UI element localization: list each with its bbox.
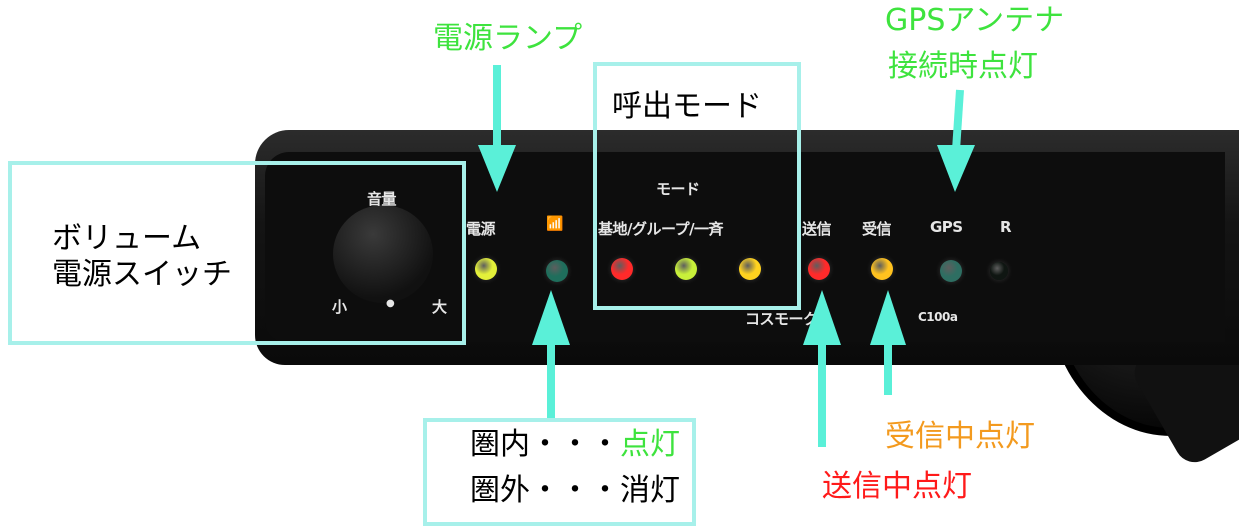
large-label: 大 <box>432 298 447 316</box>
out-range-annotation: 圏外・・・消灯 <box>470 474 680 508</box>
brand-label: コスモーク <box>745 310 818 328</box>
signal-arrow-head <box>532 290 570 345</box>
call-mode-annotation: 呼出モード <box>612 89 762 124</box>
antenna-icon: 📶 <box>546 216 563 232</box>
gps-arrow-head <box>937 145 975 192</box>
in-range-prefix: 圏内・・・ <box>470 427 620 462</box>
call-mode-callout-box <box>593 62 801 310</box>
mode-group-label: 基地/グループ/一斉 <box>598 220 724 238</box>
volume-annotation-line1: ボリューム <box>52 221 202 256</box>
gps-label: GPS <box>930 218 963 236</box>
volume-callout-box <box>8 161 466 345</box>
in-range-state: 点灯 <box>620 427 680 462</box>
tx-annotation: 送信中点灯 <box>822 469 972 504</box>
tx-led <box>808 258 830 280</box>
power-lamp-annotation: 電源ランプ <box>433 21 583 56</box>
volume-annotation-line2: 電源スイッチ <box>52 257 232 292</box>
signal-led <box>546 260 568 282</box>
gps-led <box>940 260 962 282</box>
power-label: 電源 <box>466 220 496 238</box>
mode-all-led <box>739 258 761 280</box>
out-range-prefix: 圏外・・・ <box>470 473 620 508</box>
rx-arrow-head <box>870 290 906 345</box>
mode-group-led <box>675 258 697 280</box>
rx-label: 受信 <box>862 220 892 238</box>
power-arrow-head <box>478 145 516 192</box>
r-label: R <box>1000 218 1012 236</box>
small-label: 小 <box>332 298 347 316</box>
volume-label: 音量 <box>367 190 397 208</box>
tx-label: 送信 <box>802 220 832 238</box>
r-led <box>990 262 1008 280</box>
rx-led <box>871 258 893 280</box>
tx-arrow-head <box>803 290 841 345</box>
gps-annotation-line2: 接続時点灯 <box>888 49 1038 84</box>
model-label: C100a <box>918 310 958 324</box>
out-range-state: 消灯 <box>620 473 680 508</box>
mode-base-led <box>611 258 633 280</box>
in-range-annotation: 圏内・・・点灯 <box>470 428 680 462</box>
rx-annotation: 受信中点灯 <box>885 419 1035 454</box>
mode-label: モード <box>656 180 700 198</box>
signal-callout-box <box>423 418 696 526</box>
dot-label: ● <box>386 298 395 309</box>
gps-arrow-shaft <box>952 89 964 151</box>
gps-annotation-line1: GPSアンテナ <box>885 3 1065 38</box>
volume-knob <box>333 205 433 303</box>
power-led <box>475 258 497 280</box>
